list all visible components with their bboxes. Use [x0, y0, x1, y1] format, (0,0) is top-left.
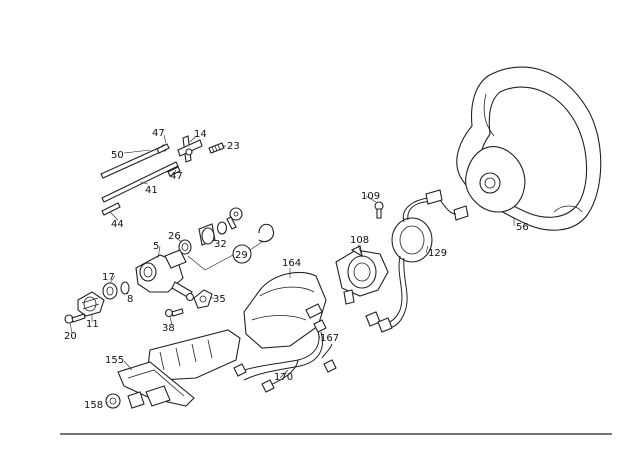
callout-108: 108: [350, 235, 369, 246]
cylinder-32[interactable]: [198, 221, 228, 246]
connector-block[interactable]: [127, 385, 171, 409]
ring-17[interactable]: [102, 282, 118, 300]
wiring-harness-170[interactable]: [233, 319, 337, 393]
screw-38[interactable]: [164, 308, 184, 318]
screw-20[interactable]: [64, 313, 86, 324]
callout-41: 41: [145, 185, 158, 196]
leader-lines: [69, 134, 515, 404]
clip-8[interactable]: [120, 281, 130, 295]
lever-14[interactable]: [177, 135, 203, 163]
column-trim-155[interactable]: [117, 329, 241, 407]
callout-167: 167: [320, 333, 339, 344]
callout-20: 20: [64, 331, 77, 342]
group-29-bracket: [187, 241, 263, 271]
callout-44: 44: [111, 219, 124, 230]
callout-labels: 5 8 11 14 17 20 23 26 29 32 35 38 41 44 …: [64, 128, 529, 411]
callout-17: 17: [102, 272, 115, 283]
column-shroud-164[interactable]: [243, 271, 327, 349]
callout-47-top: 47: [152, 128, 165, 139]
rod-44[interactable]: [101, 202, 121, 216]
callout-29: 29: [235, 250, 248, 261]
steering-lock-housing-5[interactable]: [135, 249, 195, 302]
callout-35: 35: [213, 294, 226, 305]
bushing-26[interactable]: [178, 239, 192, 255]
contact-unit-129[interactable]: [365, 189, 469, 333]
callout-38: 38: [162, 323, 175, 334]
callout-170: 170: [274, 372, 293, 383]
callout-109: 109: [361, 191, 380, 202]
callout-129: 129: [428, 248, 447, 259]
callout-26: 26: [168, 231, 181, 242]
lock-ring[interactable]: [258, 223, 275, 243]
nut-158[interactable]: [105, 393, 121, 409]
callout-155: 155: [105, 355, 124, 366]
ignition-key[interactable]: [226, 207, 243, 230]
bolt-23[interactable]: [208, 142, 225, 154]
callout-32: 32: [214, 239, 227, 250]
screw-109[interactable]: [374, 201, 384, 219]
switch-11[interactable]: [77, 291, 105, 317]
callout-5: 5: [153, 241, 159, 252]
callout-158: 158: [84, 400, 103, 411]
callout-50: 50: [111, 150, 124, 161]
callout-164: 164: [282, 258, 301, 269]
callout-14: 14: [194, 129, 207, 140]
steering-wheel-56[interactable]: [456, 66, 602, 231]
callout-47-bottom: 47: [170, 171, 183, 182]
pin-47[interactable]: [156, 143, 181, 177]
callout-8: 8: [127, 294, 133, 305]
callout-11: 11: [86, 319, 99, 330]
bracket-35[interactable]: [193, 289, 213, 309]
clock-spring-108[interactable]: [335, 245, 389, 305]
callout-23: 23: [227, 141, 240, 152]
callout-56: 56: [516, 222, 529, 233]
